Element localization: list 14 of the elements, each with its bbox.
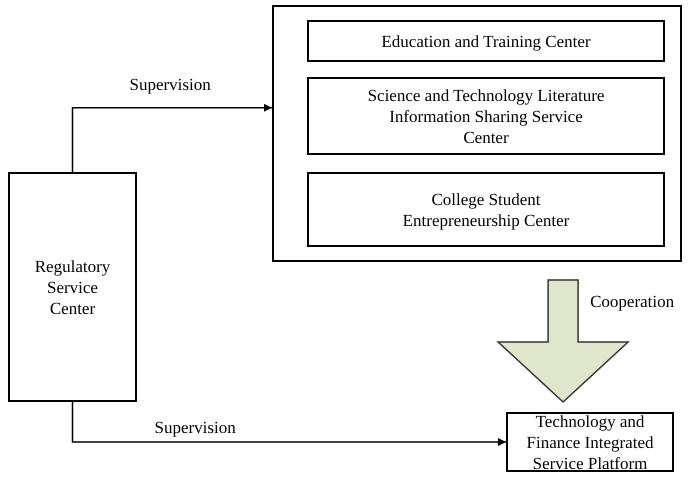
process-box bbox=[307, 77, 665, 155]
process-box bbox=[307, 20, 665, 62]
arrow bbox=[72, 104, 272, 172]
process-box bbox=[307, 172, 665, 247]
process-box bbox=[8, 172, 137, 402]
node-label: Science and Technology Literature Information Sharing Service Center bbox=[366, 84, 606, 148]
node-label: College Student Entrepreneurship Center bbox=[402, 188, 570, 230]
node-label: Education and Training Center bbox=[381, 30, 591, 52]
node-label: Technology and Finance Integrated Service Platform bbox=[526, 410, 654, 474]
node-label: Regulatory Service Center bbox=[34, 256, 112, 318]
process-box bbox=[506, 412, 674, 472]
group-box bbox=[272, 5, 682, 262]
block-arrow bbox=[496, 279, 630, 404]
arrow bbox=[72, 402, 506, 446]
